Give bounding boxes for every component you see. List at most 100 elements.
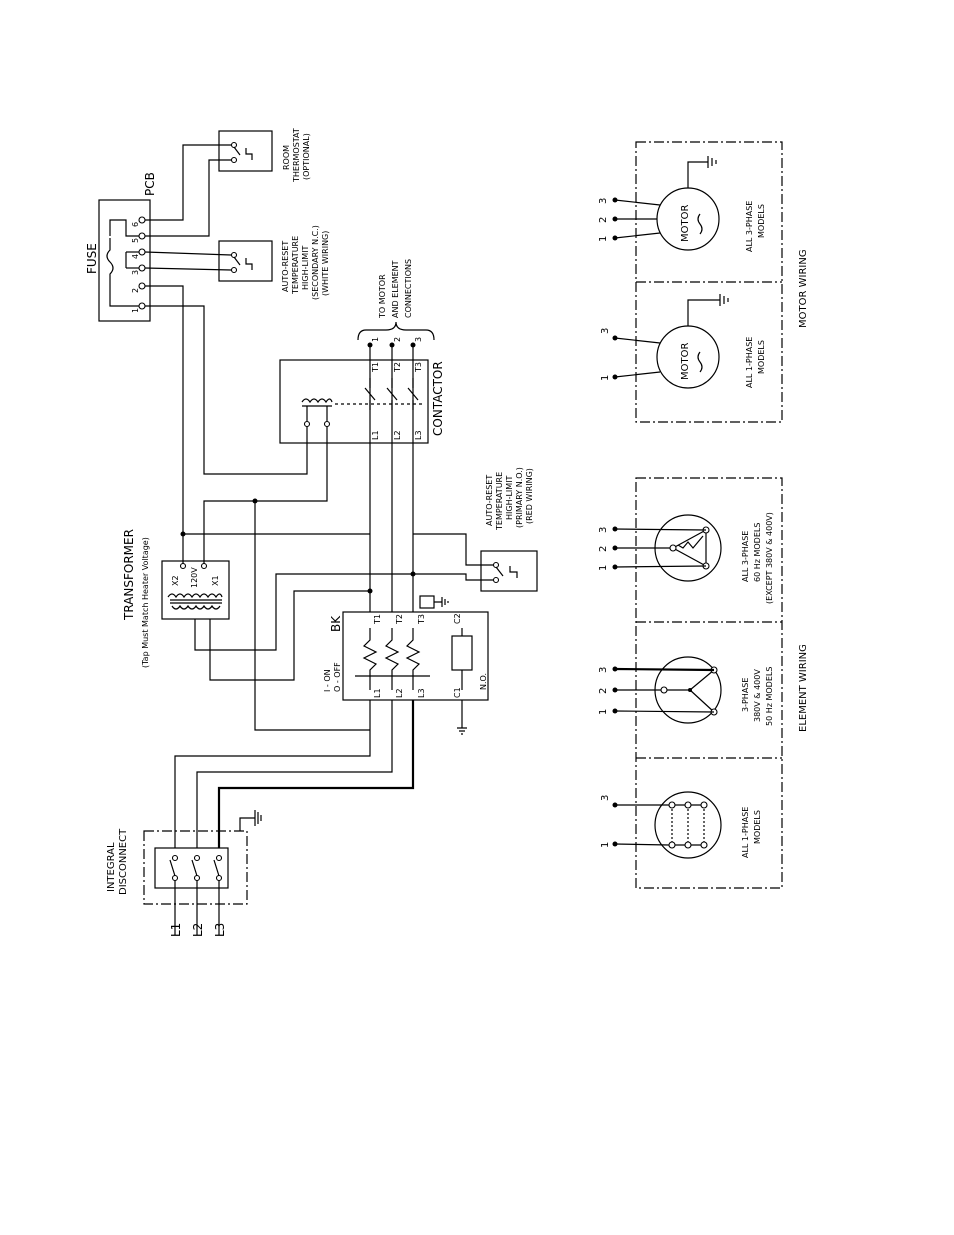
bk-c2: C2	[453, 613, 462, 624]
room-thermostat-l3: (OPTIONAL)	[302, 133, 311, 180]
motor-3ph-l1: ALL 3-PHASE	[745, 201, 754, 252]
to-motor-l1: TO MOTOR	[378, 274, 387, 319]
motor-1ph-pin1: 1	[600, 375, 611, 381]
svg-text:O - OFF: O - OFF	[333, 662, 342, 692]
pcb-term-1: 1	[131, 308, 140, 313]
disconnect-switch-icon	[169, 854, 223, 882]
pcb-terminals: 1 2 3 4 5 6	[131, 216, 146, 313]
integral-disconnect-outer	[143, 830, 248, 905]
contactor-t3: T3	[414, 362, 423, 373]
element-wiring-panel	[635, 477, 783, 889]
bk-l2: L2	[395, 688, 404, 698]
line-l2: L2	[191, 923, 205, 937]
transformer-x2: X2	[171, 575, 180, 586]
contactor-l1: L1	[371, 430, 380, 440]
pcb-term-3: 3	[131, 270, 140, 275]
elem-50-pin1: 1	[598, 709, 609, 715]
elem-50-l3: 50 Hz MODELS	[765, 667, 774, 726]
pcb-term-6: 6	[131, 222, 140, 227]
elem-50-l2: 380V & 400V	[753, 669, 762, 722]
svg-text:I - ON: I - ON	[323, 669, 332, 692]
contactor-box	[279, 359, 429, 444]
transformer-120v: 120V	[190, 567, 199, 588]
motor-1ph-l2: MODELS	[757, 340, 766, 374]
primary-limit-box	[480, 550, 538, 592]
contactor-l3: L3	[414, 430, 423, 440]
bk-label: BK	[329, 615, 343, 632]
elem-50-pin2: 2	[598, 688, 609, 694]
disconnect-ground-icon	[239, 810, 262, 831]
elem-60-l1: ALL 3-PHASE	[741, 531, 750, 582]
integral-disconnect-l1: INTEGRAL	[106, 842, 117, 892]
room-thermostat-box	[218, 130, 273, 172]
integral-disconnect-inner	[154, 847, 229, 889]
motor-1ph-name: MOTOR	[680, 343, 691, 380]
secondary-limit-l3: HIGH-LIMIT	[301, 245, 310, 290]
transformer-x1: X1	[211, 575, 220, 586]
bk-ground2-icon	[457, 700, 467, 735]
transformer-sublabel: (Tap Must Match Heater Voltage)	[141, 537, 150, 668]
pcb-term-4: 4	[131, 254, 140, 259]
motor-3ph-pin2: 2	[598, 217, 609, 223]
primary-limit-l5: (RED WIRING)	[525, 468, 534, 524]
bk-c1: C1	[453, 687, 462, 698]
pcb-term-2: 2	[131, 288, 140, 293]
elem-60-pin3: 3	[598, 527, 609, 533]
motor-term-3: 3	[414, 337, 423, 342]
bk-l1: L1	[373, 688, 382, 698]
secondary-limit-l5: (WHITE WIRING)	[321, 231, 330, 296]
line-l3: L3	[213, 923, 227, 937]
line-l1: L1	[169, 923, 183, 937]
motor-1ph-pin3: 3	[600, 328, 611, 334]
transformer-coil-icon	[167, 593, 223, 610]
bk-ground-icon	[419, 595, 449, 609]
motor-1ph-l1: ALL 1-PHASE	[745, 337, 754, 388]
secondary-limit-l1: AUTO-RESET	[281, 241, 290, 292]
bk-coil	[451, 635, 473, 671]
elem-60-l2: 60 Hz MODELS	[753, 523, 762, 582]
bk-t2: T2	[395, 614, 404, 625]
integral-disconnect-l2: DISCONNECT	[118, 828, 129, 895]
room-thermostat-l2: THERMOSTAT	[292, 128, 301, 183]
element-wiring-label: ELEMENT WIRING	[798, 644, 809, 732]
bk-t3: T3	[417, 614, 426, 625]
secondary-limit-switch-icon	[230, 251, 253, 274]
pcb-term-5: 5	[131, 238, 140, 243]
motor-3ph-l2: MODELS	[757, 204, 766, 238]
to-motor-brace	[357, 321, 435, 341]
elem-50-l1: 3-PHASE	[741, 678, 750, 712]
bk-t1: T1	[373, 614, 382, 625]
elem-1ph-pin3: 3	[600, 795, 611, 801]
primary-limit-l3: HIGH-LIMIT	[505, 475, 514, 520]
bk-l3: L3	[417, 688, 426, 698]
primary-limit-l4: (PRIMARY N.O.)	[515, 467, 524, 528]
to-motor-l3: CONNECTIONS	[404, 259, 413, 318]
motor-wiring-label: MOTOR WIRING	[798, 249, 809, 328]
primary-limit-l2: TEMPERATURE	[495, 472, 504, 531]
contactor-t1: T1	[371, 362, 380, 373]
element-1ph-icon	[654, 791, 722, 859]
transformer-label: TRANSFORMER	[122, 529, 136, 621]
contactor-coil-icon	[301, 398, 333, 428]
room-thermostat-l1: ROOM	[282, 145, 291, 170]
pcb-box	[98, 199, 151, 322]
elem-1ph-l2: MODELS	[753, 810, 762, 844]
elem-50-pin3: 3	[598, 667, 609, 673]
contactor-t2: T2	[393, 362, 402, 373]
delta-elements-icon	[669, 526, 710, 570]
secondary-limit-box	[218, 240, 273, 282]
elem-60-pin1: 1	[598, 565, 609, 571]
fuse-label: FUSE	[85, 243, 99, 274]
bk-box	[342, 611, 489, 701]
to-motor-l2: AND ELEMENT	[391, 260, 400, 318]
bk-switch-legend: I - ON O - OFF	[323, 662, 342, 692]
pcb-label: PCB	[143, 172, 157, 196]
bk-elements-icon	[355, 628, 430, 690]
elem-1ph-pin1: 1	[600, 842, 611, 848]
elem-1ph-l1: ALL 1-PHASE	[741, 807, 750, 858]
contactor-contacts	[335, 378, 422, 410]
parallel-elements-icon	[668, 801, 708, 849]
motor-term-2: 2	[393, 337, 402, 342]
primary-limit-l1: AUTO-RESET	[485, 475, 494, 526]
